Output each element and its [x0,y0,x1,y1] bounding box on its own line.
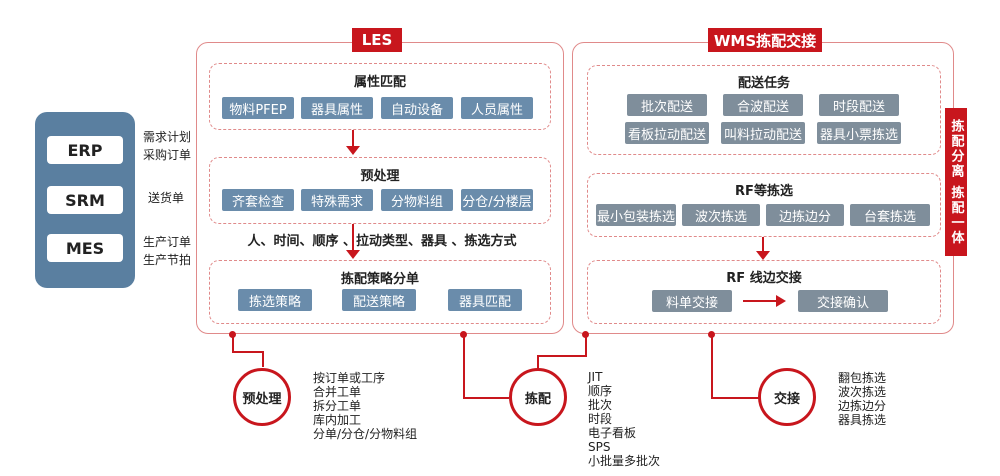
handover-item-2: 波次拣选 [838,385,887,399]
attr-match-title: 属性匹配 [353,75,406,90]
arrow-head-1 [346,146,360,155]
system-erp: ERP [47,136,123,164]
attr-chip-2: 器具属性 [301,97,373,119]
erp-label-2: 采购订单 [143,148,192,162]
delivery-group: 配送任务 [587,65,941,155]
rf-group: RF等拣选 [587,173,941,237]
preprocess-item-2: 合并工单 [313,385,362,399]
stage-preprocess: 预处理 [233,368,291,426]
handover-item-4: 器具拣选 [838,413,887,427]
delivery-chip-5: 叫料拉动配送 [721,122,805,144]
attr-chip-3: 自动设备 [381,97,453,119]
preprocess-items: 按订单或工序 合并工单 拆分工单 库内加工 分单/分仓/分物料组 [313,371,417,441]
picking-item-3: 批次 [588,398,613,412]
preprocess-group: 预处理 [209,157,551,224]
rf-chip-1: 最小包装拣选 [596,204,676,226]
system-mes: MES [47,234,123,262]
picking-item-6: SPS [588,440,611,454]
source-systems-panel: ERP SRM MES [35,112,135,288]
connector-2b [463,397,509,399]
connector-4b [711,397,759,399]
handover-chip-1: 料单交接 [652,290,732,312]
rf-chip-2: 波次拣选 [682,204,760,226]
arrow-line-3 [762,237,764,253]
preprocess-summary: 人、时间、顺序 、拉动类型、器具 、拣选方式 [247,234,517,249]
rf-chip-3: 边拣边分 [766,204,844,226]
connector-3c [537,355,539,369]
strategy-group: 拣配策略分单 [209,260,551,324]
prep-chip-4: 分仓/分楼层 [461,189,533,211]
handover-item-1: 翻包拣选 [838,371,887,385]
connector-4a [711,334,713,398]
handover-chip-2: 交接确认 [798,290,888,312]
arrow-head-2 [346,250,360,259]
stage-picking: 拣配 [509,368,567,426]
handover-item-3: 边拣边分 [838,399,887,413]
system-srm: SRM [47,186,123,214]
connector-1c [262,351,264,367]
prep-chip-1: 齐套检查 [222,189,294,211]
picking-item-5: 电子看板 [588,426,637,440]
strategy-chip-2: 配送策略 [342,289,416,311]
handover-items: 翻包拣选 波次拣选 边拣边分 器具拣选 [838,371,886,427]
picking-item-2: 顺序 [588,384,613,398]
wms-title: WMS拣配交接 [708,28,822,52]
strategy-chip-1: 拣选策略 [238,289,312,311]
arrow-line-2 [352,224,354,252]
attr-match-group: 属性匹配 [209,63,551,130]
connector-3b [537,355,587,357]
picking-item-7: 小批量多批次 [588,454,661,468]
delivery-chip-4: 看板拉动配送 [625,122,709,144]
mes-label-2: 生产节拍 [143,253,192,267]
delivery-chip-1: 批次配送 [627,94,707,116]
preprocess-item-5: 分单/分仓/分物料组 [313,427,418,441]
handover-arrow-line [743,300,779,302]
attr-chip-1: 物料PFEP [222,97,294,119]
preprocess-item-1: 按订单或工序 [313,371,386,385]
connector-2a [463,334,465,398]
handover-title: RF 线边交接 [726,271,802,286]
prep-chip-2: 特殊需求 [301,189,373,211]
handover-group: RF 线边交接 [587,260,941,324]
rf-title: RF等拣选 [735,184,793,199]
picking-item-4: 时段 [588,412,613,426]
strategy-title: 拣配策略分单 [340,272,419,287]
attr-chip-4: 人员属性 [461,97,533,119]
erp-label-1: 需求计划 [143,130,192,144]
strategy-chip-3: 器具匹配 [448,289,522,311]
preprocess-title: 预处理 [360,169,400,184]
connector-3a [585,334,587,356]
side-tag: 拣配分离 拣配一体 [945,108,967,256]
handover-arrow-head [776,295,786,307]
arrow-line-1 [352,130,354,148]
mes-label-1: 生产订单 [143,235,192,249]
delivery-chip-3: 时段配送 [819,94,899,116]
delivery-title: 配送任务 [737,76,790,91]
connector-1b [232,351,263,353]
picking-item-1: JIT [588,370,603,384]
arrow-head-3 [756,251,770,260]
preprocess-item-4: 库内加工 [313,413,362,427]
stage-handover: 交接 [758,368,816,426]
prep-chip-3: 分物料组 [381,189,453,211]
rf-chip-4: 台套拣选 [850,204,930,226]
srm-label: 送货单 [148,191,185,205]
delivery-chip-2: 合波配送 [723,94,803,116]
picking-items: JIT 顺序 批次 时段 电子看板 SPS 小批量多批次 [588,370,660,468]
les-title: LES [352,28,402,52]
connector-1a [232,334,234,352]
delivery-chip-6: 器具小票拣选 [817,122,901,144]
preprocess-item-3: 拆分工单 [313,399,362,413]
